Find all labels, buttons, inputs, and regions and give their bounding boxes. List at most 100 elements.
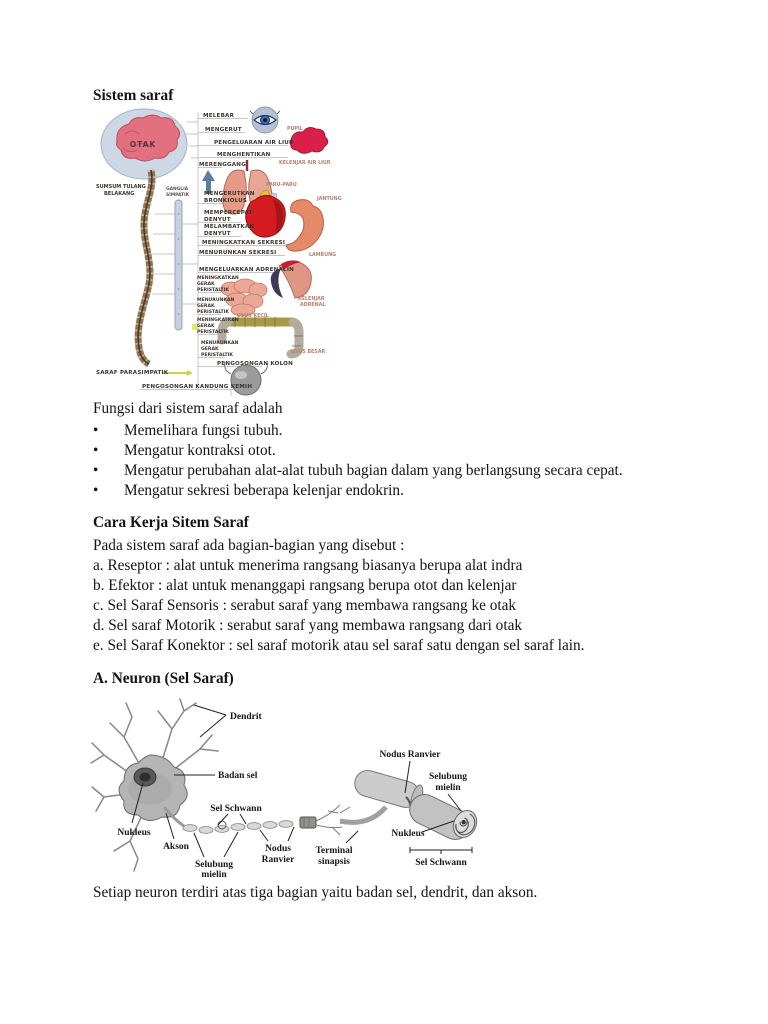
label-mengerutkan: MENGERUTKAN [204,191,255,197]
label-menghentikan: MENGHENTIKAN [217,152,271,158]
label-mengerut: MENGERUT [205,127,242,133]
label-gerak-c3: PERISTALTIK [197,329,229,335]
text-line: a. Reseptor : alat untuk menerima rangsa… [93,557,523,574]
bullet-text: Mengatur sekresi beberapa kelenjar endok… [124,482,404,499]
label-selubung-mielin-1: Selubung [195,860,233,870]
head-illustration [100,108,188,180]
myelin-segments-illustration [182,820,294,834]
label-selubung-mielin-2: mielin [201,870,227,879]
bullet-text: Mengatur kontraksi otot. [124,442,276,459]
adrenal-gland-illustration [270,260,312,299]
nervous-system-diagram: OTAK SUMSUM TULANG BELAKANG GANGLIA SIMP… [96,106,342,396]
list-item: Memelihara fungsi tubuh. [93,421,623,441]
eye-illustration [249,106,281,134]
parasympathetic-arrow-icon [163,370,193,376]
cell-body-illustration [118,754,188,821]
label-ganglia-1: GANGLIA [166,186,189,192]
label-sumsum-1: SUMSUM TULANG [96,184,146,190]
axon-illustration [162,806,185,828]
heart-illustration [245,189,286,238]
function-bullet-list: Memelihara fungsi tubuh. Mengatur kontra… [93,421,623,501]
label-dendrit: Dendrit [230,712,263,722]
label-terminal-sinapsis-2: sinapsis [318,857,350,867]
label-lambung: LAMBUNG [309,252,336,258]
label-sumsum-2: BELAKANG [104,191,134,197]
label-kelenjar-air-liur: KELENJAR AIR LIUR [279,160,331,166]
label-mengeluarkan-adrenalin: MENGELUARKAN ADRENALIN [199,267,294,273]
label-akson: Akson [163,842,190,852]
brain-illustration [116,114,181,162]
connector-lines [140,112,288,396]
label-sel-schwann-detail: Sel Schwann [415,858,467,868]
label-melambatkan: MELAMBATKAN [204,224,254,230]
cara-kerja-lines: Pada sistem saraf ada bagian-bagian yang… [93,536,584,656]
bullet-text: Memelihara fungsi tubuh. [124,422,283,439]
section-heading-cara-kerja: Cara Kerja Sitem Saraf [93,514,249,531]
myelin-cross-section [452,810,478,838]
text-line: e. Sel Saraf Konektor : sel saraf motori… [93,637,585,654]
label-gerak-b3: PERISTALTIK [197,309,229,315]
label-merenggang: MERENGGANG [199,162,246,168]
list-item: Mengatur kontraksi otot. [93,441,623,461]
label-usus-besar: USUS BESAR [291,349,325,355]
label-jantung: JANTUNG [316,196,342,202]
large-intestine-illustration [217,316,304,359]
text-line: c. Sel Saraf Sensoris : serabut saraf ya… [93,597,517,614]
label-nodus-ranvier-1: Nodus [265,844,291,854]
label-gerak-a2: GERAK [197,281,215,287]
label-usus-kecil: USUS KECIL [237,313,269,319]
pointer-lines [131,704,473,858]
label-pengeluaran-air-liur: PENGELUARAN AIR LIUR [214,140,294,146]
label-gerak-d3: PERISTALTIK [201,352,233,358]
label-nukleus-detail: Nukleus [391,829,425,839]
label-pengosongan-kandung-kemih: PENGOSONGAN KANDUNG KEMIH [142,384,252,390]
up-arrow-icon [202,170,215,194]
section-heading-neuron: A. Neuron (Sel Saraf) [93,670,234,687]
label-meningkatkan-sekresi: MENINGKATKAN SEKRESI [202,240,285,246]
label-mempercepat-denyut: DENYUT [204,217,231,223]
label-pengosongan-kolon: PENGOSONGAN KOLON [217,361,293,367]
label-melebar: MELEBAR [203,113,235,119]
label-paru-paru: PARU-PARU [266,182,297,188]
label-terminal-sinapsis-1: Terminal [315,846,352,856]
label-nodus-ranvier-2: Ranvier [262,855,296,865]
label-otak: OTAK [130,140,157,149]
synapse-terminal-illustration [299,804,351,836]
text-line: b. Efektor : alat untuk menanggapi rangs… [93,577,517,594]
text-line: d. Sel saraf Motorik : serabut saraf yan… [93,617,523,634]
bullet-text: Mengatur perubahan alat-alat tubuh bagia… [124,462,623,479]
label-gerak-c1: MENINGKATKAN [197,317,239,323]
label-kelenjar-adrenal-1: KELENJAR [298,296,325,302]
ganglia-chain-illustration [174,199,183,331]
label-ganglia-2: SIMPATIK [166,192,190,198]
label-nukleus: Nukleus [117,828,151,838]
label-gerak-d2: GERAK [201,346,219,352]
page-title: Sistem saraf [93,87,174,104]
intro-lead: Fungsi dari sistem saraf adalah [93,400,283,417]
label-nodus-ranvier-detail: Nodus Ranvier [380,750,442,760]
spinal-cord-illustration [134,169,156,368]
label-gerak-c2: GERAK [197,323,215,329]
label-badan-sel: Badan sel [218,771,258,781]
label-gerak-a3: PERISTALTIK [197,287,229,293]
salivary-gland-illustration [290,127,329,154]
small-intestine-illustration [220,278,268,317]
bladder-illustration [224,361,268,396]
label-gerak-a1: MENINGKATKAN [197,275,239,281]
label-gerak-b1: MENURUNKAN [197,297,235,303]
highlight-marker [192,324,198,330]
label-kelenjar-adrenal-2: ADRENAL [300,302,325,308]
label-selubung-mielin-detail-1: Selubung [429,772,467,782]
axon-band-illustration [339,805,388,825]
stomach-illustration [285,199,324,252]
text-line: Pada sistem saraf ada bagian-bagian yang… [93,537,405,554]
label-gerak-b2: GERAK [197,303,215,309]
label-gerak-d1: MENURUNKAN [201,340,239,346]
label-selubung-mielin-detail-2: mielin [435,783,461,793]
neuron-diagram: Dendrit Badan sel Nukleus Akson Sel Schw… [90,698,478,879]
label-saraf-parasimpatik: SARAF PARASIMPATIK [96,370,169,376]
label-mempercepat: MEMPERCEPAT [204,210,253,216]
label-menurunkan-sekresi: MENURUNKAN SEKRESI [199,250,276,256]
label-melambatkan-denyut: DENYUT [204,231,231,237]
